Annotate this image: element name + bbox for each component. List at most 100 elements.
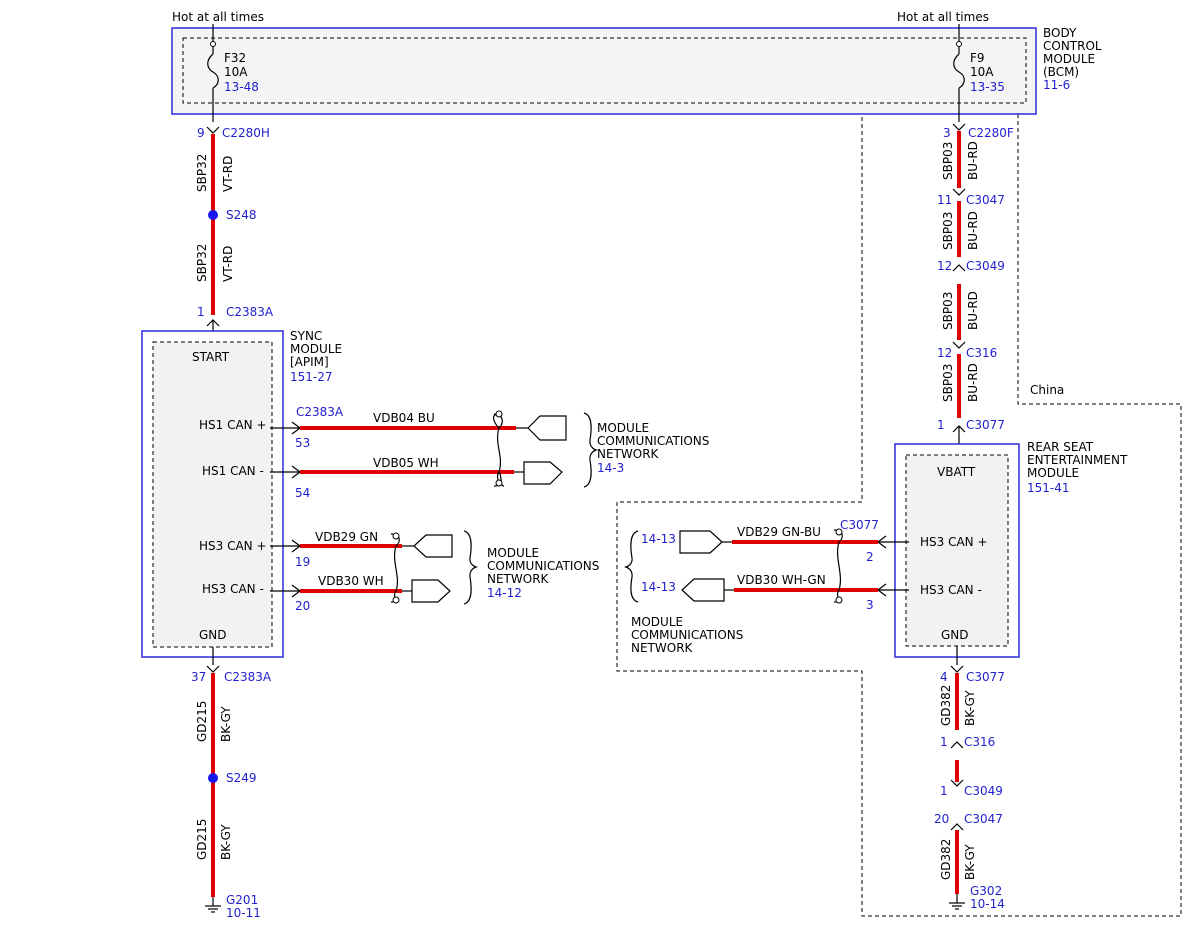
g-c3047-pin: 20 [934,812,949,826]
w-gd215-2-color: BK-GY [219,824,233,860]
w-vdb30-whgn-label: VDB30 WH-GN [737,573,826,587]
c3077-name: C3077 [966,418,1005,432]
fuse-f9-rating: 10A [970,65,994,79]
w-sbp03-4-color: BU-RD [966,363,980,402]
mcn3-label-3: NETWORK [631,641,694,655]
sync-hs1p: HS1 CAN + [199,418,267,432]
g302-ref: 10-14 [970,897,1005,911]
sync-label-1: SYNC [290,329,322,343]
pin-53: 53 [295,436,310,450]
rse-module-inner [905,454,1009,647]
ground-g201-icon [205,897,221,913]
connector-arrow-vdb29-gnbu [679,530,723,554]
w-gd382-1-circuit: GD382 [939,685,953,726]
c2280f-pin: 3 [943,126,951,140]
g302-label: G302 [970,884,1002,898]
connector-c316-gnd-icon [950,741,964,749]
rse-label-2: ENTERTAINMENT [1027,453,1128,467]
w-sbp32-1-circuit: SBP32 [195,154,209,192]
splice-s248 [208,210,218,220]
sync-hs1m: HS1 CAN - [202,464,264,478]
w-gd215-2-circuit: GD215 [195,819,209,860]
mcn3-label-2: COMMUNICATIONS [631,628,743,642]
g-c3049-pin: 1 [940,784,948,798]
w-sbp03-3-circuit: SBP03 [941,292,955,330]
rse-hs3m: HS3 CAN - [920,583,982,597]
g-c316-pin: 1 [940,735,948,749]
g-c3047-name: C3047 [964,812,1003,826]
rse-gnd: GND [941,628,969,642]
connector-arrow-vdb04 [527,415,567,441]
mcn1-label-2: COMMUNICATIONS [597,434,709,448]
connector-c2383a-gnd-icon [206,665,220,673]
connector-c3047-gnd-icon [950,823,964,831]
connector-c316-icon [952,341,966,349]
w-vdb29-label: VDB29 GN [315,530,378,544]
gnd-pin-37: 37 [191,670,206,684]
brace-mcn2-icon [463,530,479,605]
w-gd215-1-circuit: GD215 [195,701,209,742]
c316-name: C316 [966,346,997,360]
brace-mcn3-icon [623,530,639,603]
fuse-f9-icon [953,53,965,89]
w-sbp32-2-color: VT-RD [221,246,235,282]
twisted-pair-hs1-icon [492,413,505,487]
sync-label-2: MODULE [290,342,342,356]
w-vdb05-label: VDB05 WH [373,456,439,470]
fuse-f32-name: F32 [224,51,246,65]
mcn1-label-1: MODULE [597,421,649,435]
c3077-pin: 1 [937,418,945,432]
mcn3-ref-top: 14-13 [641,532,676,546]
mcn3-ref-bot: 14-13 [641,580,676,594]
fuse-f9-name: F9 [970,51,985,65]
c3049-name: C3049 [966,259,1005,273]
bcm-ref: 11-6 [1043,78,1070,92]
c3049-pin: 12 [937,259,952,273]
mcn3-label-1: MODULE [631,615,683,629]
mcn2-ref: 14-12 [487,586,522,600]
sync-hs3m: HS3 CAN - [202,582,264,596]
connector-c2280f-icon [952,123,966,131]
w-vdb29-gnbu-label: VDB29 GN-BU [737,525,821,539]
w-sbp32-2-circuit: SBP32 [195,244,209,282]
connector-c3049-icon [952,264,966,272]
connector-c3049-gnd-icon [950,779,964,787]
rse-pin-3: 3 [866,598,874,612]
rse-label-1: REAR SEAT [1027,440,1094,454]
w-sbp03-4-circuit: SBP03 [941,364,955,402]
bcm-inner [182,37,1027,104]
sync-hs3p: HS3 CAN + [199,539,267,553]
pin-19: 19 [295,555,310,569]
g-c3049-name: C3049 [964,784,1003,798]
c2383a-name: C2383A [226,305,274,319]
c316-pin: 12 [937,346,952,360]
w-sbp03-1-color: BU-RD [966,141,980,180]
connector-arrow-vdb05 [523,461,563,485]
bcm-label-1: BODY [1043,26,1077,40]
connector-c2280h-icon [206,126,220,134]
g-c3077-pin: 4 [940,670,948,684]
splice-s249 [208,773,218,783]
fuse-f9-ref: 13-35 [970,80,1005,94]
mcn1-label-3: NETWORK [597,447,660,461]
s249-label: S249 [226,771,257,785]
c2280h-pin: 9 [197,126,205,140]
rse-conn-name: C3077 [840,518,879,532]
connector-c3077-gnd-icon [950,665,964,673]
g201-ref: 10-11 [226,906,261,920]
w-sbp03-2-color: BU-RD [966,211,980,250]
gnd-conn-c2383a: C2383A [224,670,272,684]
hot-label-left: Hot at all times [172,10,264,24]
china-region-outline [616,46,1182,917]
s248-label: S248 [226,208,257,222]
rse-vbatt: VBATT [937,465,976,479]
w-gd382-1-color: BK-GY [963,690,977,726]
w-vdb30-label: VDB30 WH [318,574,384,588]
mcn2-label-2: COMMUNICATIONS [487,559,599,573]
g-c316-name: C316 [964,735,995,749]
bcm-label-4: (BCM) [1043,65,1079,79]
rse-pin-2: 2 [866,550,874,564]
mcn2-label-1: MODULE [487,546,539,560]
g-c3077-name: C3077 [966,670,1005,684]
